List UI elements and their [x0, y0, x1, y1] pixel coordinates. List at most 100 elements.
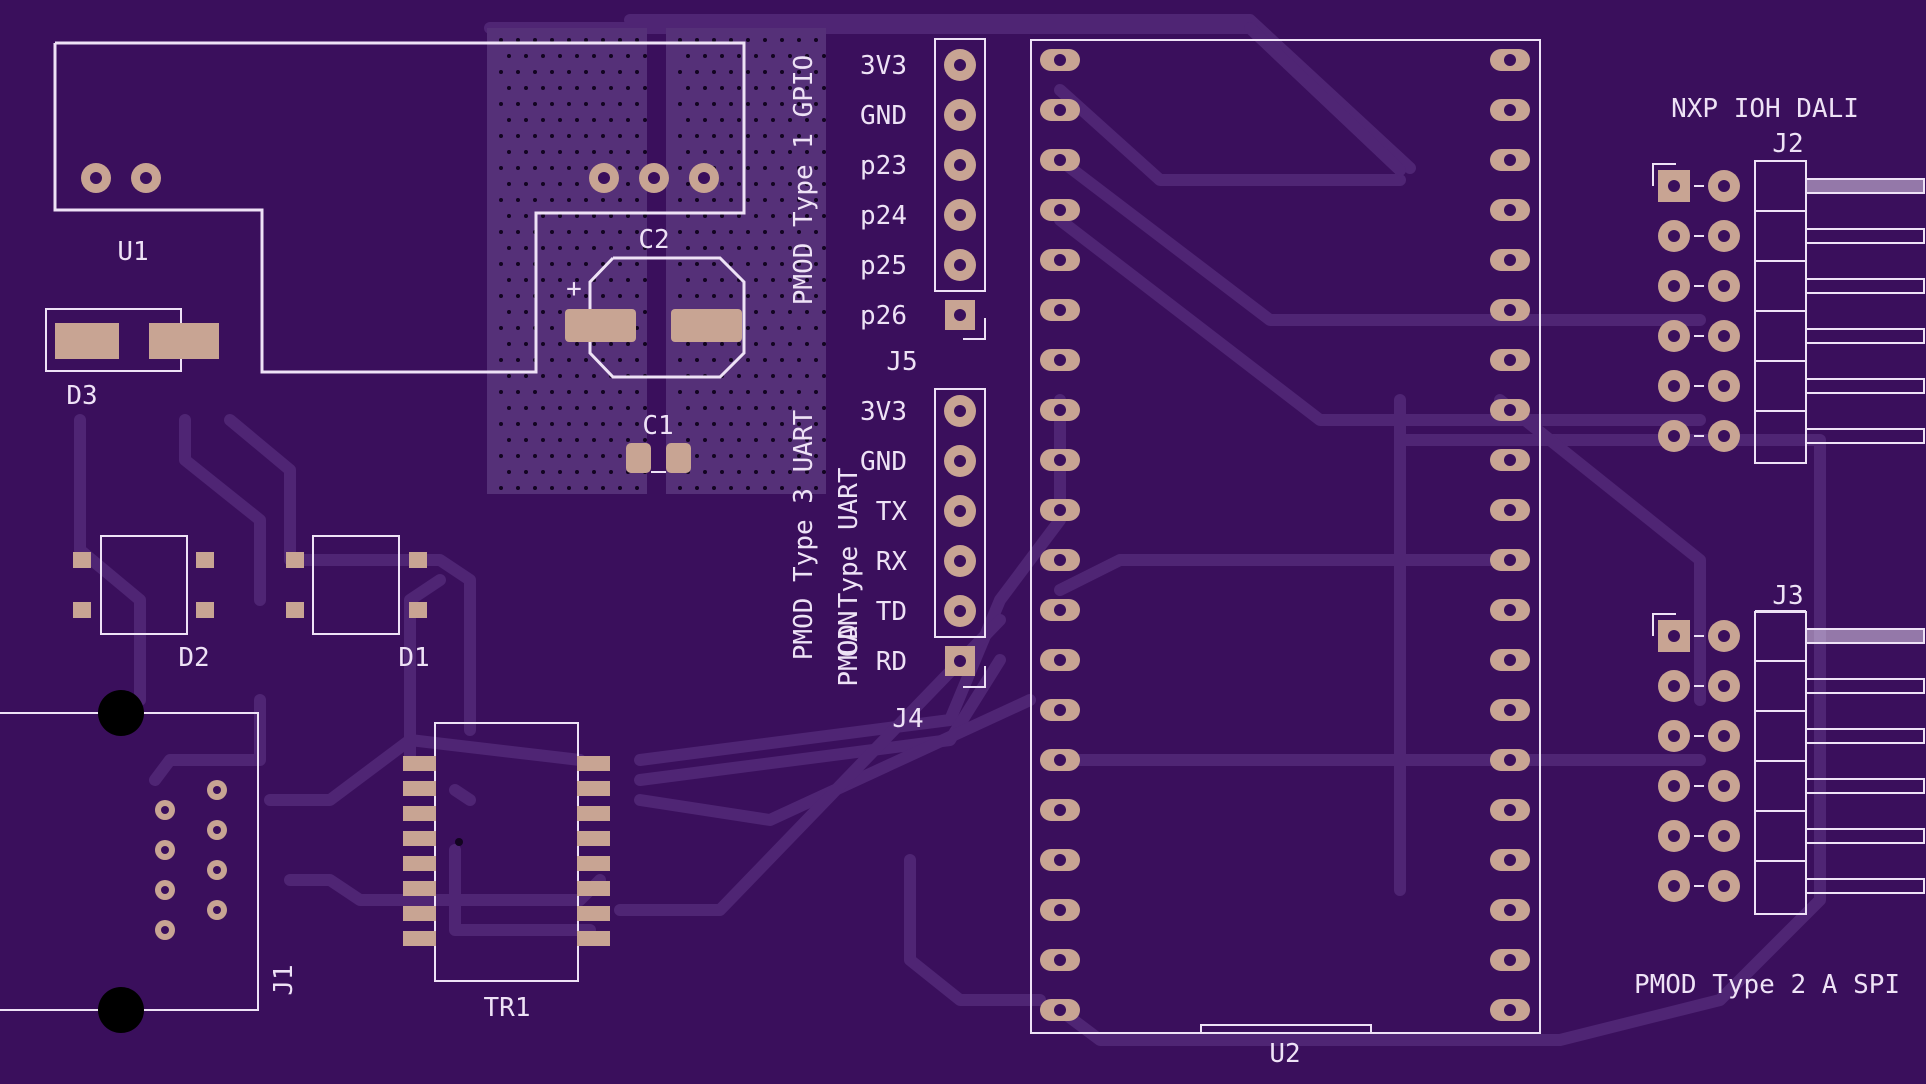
via [575, 278, 579, 282]
uart-heading: PMOD Type 3 UART [789, 409, 819, 660]
via [686, 214, 690, 218]
via [499, 102, 503, 106]
via [618, 102, 622, 106]
via [822, 246, 826, 250]
via [618, 70, 622, 74]
u2-drill [1504, 654, 1516, 666]
pin-lead [1805, 828, 1925, 844]
via [524, 342, 528, 346]
via [754, 150, 758, 154]
via [507, 310, 511, 314]
via [592, 470, 596, 474]
via [550, 262, 554, 266]
u2-drill [1504, 54, 1516, 66]
via [729, 230, 733, 234]
via [780, 454, 784, 458]
via [541, 118, 545, 122]
via [771, 246, 775, 250]
header-drill [954, 455, 966, 467]
via [729, 198, 733, 202]
via [763, 230, 767, 234]
via [814, 326, 818, 330]
header-drill [1718, 880, 1730, 892]
via [618, 262, 622, 266]
pin-lead [1805, 778, 1925, 794]
u2-drill [1504, 354, 1516, 366]
tr1-pad-left [403, 931, 436, 946]
u2-drill [1054, 404, 1066, 416]
gpio-heading: PMOD Type 1 GPIO [789, 55, 819, 305]
via [754, 54, 758, 58]
via [584, 198, 588, 202]
via [592, 438, 596, 442]
via [712, 102, 716, 106]
via [592, 214, 596, 218]
via [746, 454, 750, 458]
via [805, 118, 809, 122]
via [686, 118, 690, 122]
header-drill [1668, 280, 1680, 292]
via [575, 214, 579, 218]
via [788, 278, 792, 282]
u2-drill [1054, 654, 1066, 666]
via [626, 182, 630, 186]
via [550, 134, 554, 138]
via [592, 86, 596, 90]
via [788, 118, 792, 122]
via [797, 38, 801, 42]
via [754, 182, 758, 186]
via [533, 166, 537, 170]
via [720, 54, 724, 58]
pin-lead [1805, 178, 1925, 194]
via [584, 230, 588, 234]
via [507, 278, 511, 282]
via [805, 406, 809, 410]
via [797, 390, 801, 394]
j1-drill [213, 786, 221, 794]
via [814, 390, 818, 394]
via [805, 182, 809, 186]
via [737, 150, 741, 154]
via [618, 486, 622, 490]
via [643, 214, 647, 218]
via [737, 86, 741, 90]
u2-drill [1054, 54, 1066, 66]
header-drill [1718, 330, 1730, 342]
via [771, 54, 775, 58]
via [686, 150, 690, 154]
u2-drill [1054, 354, 1066, 366]
via [814, 358, 818, 362]
via [737, 182, 741, 186]
via [720, 150, 724, 154]
via [788, 182, 792, 186]
d2-led: D2 [73, 535, 214, 673]
j1-drill [213, 826, 221, 834]
pin-label: TX [876, 497, 908, 527]
via [550, 230, 554, 234]
via [626, 150, 630, 154]
via [550, 198, 554, 202]
via [780, 390, 784, 394]
u2-drill [1054, 154, 1066, 166]
via [499, 326, 503, 330]
header-drill [954, 109, 966, 121]
via [609, 118, 613, 122]
via [729, 70, 733, 74]
via [746, 38, 750, 42]
tr1-pad-right [577, 781, 610, 796]
via [720, 438, 724, 442]
via [601, 262, 605, 266]
pin-label: RD [876, 647, 907, 677]
via [763, 262, 767, 266]
c2-label: C2 [638, 225, 669, 255]
via [805, 470, 809, 474]
via [618, 294, 622, 298]
via [780, 166, 784, 170]
u1-label: U1 [117, 237, 148, 267]
header-drill [954, 159, 966, 171]
via [695, 358, 699, 362]
c1-capacitor: C1 [626, 411, 691, 473]
via [499, 38, 503, 42]
u1-regulator: U1 [53, 41, 746, 374]
